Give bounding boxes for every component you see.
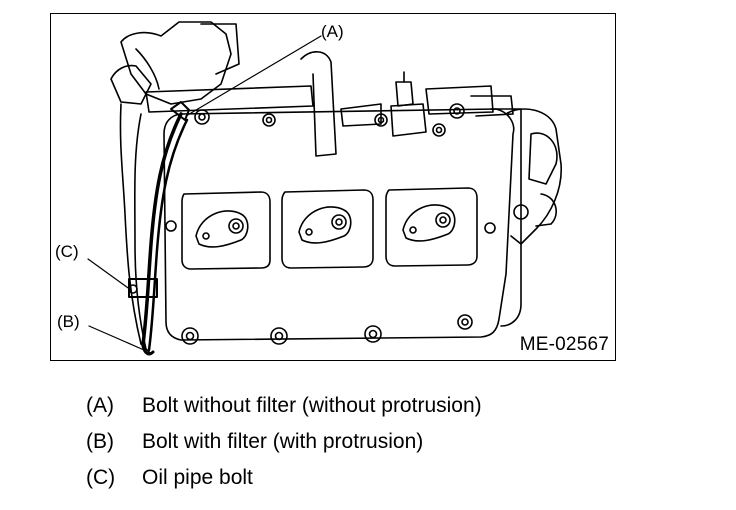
figure-code: ME-02567 <box>519 334 609 355</box>
legend: (A) Bolt without filter (without protrus… <box>86 388 482 496</box>
engine-block-illustration <box>87 21 562 356</box>
legend-key: (C) <box>86 466 116 489</box>
legend-item-c: (C) Oil pipe bolt <box>86 460 482 496</box>
callout-b-label: (B) <box>57 312 80 331</box>
callout-c-label: (C) <box>55 242 79 261</box>
legend-text: Bolt without filter (without protrusion) <box>142 394 482 417</box>
legend-item-b: (B) Bolt with filter (with protrusion) <box>86 424 482 460</box>
engine-diagram-frame: (A) (C) (B) ME-02567 <box>50 13 616 361</box>
legend-item-a: (A) Bolt without filter (without protrus… <box>86 388 482 424</box>
legend-key: (B) <box>86 430 114 453</box>
callout-a-label: (A) <box>321 22 344 41</box>
legend-text: Bolt with filter (with protrusion) <box>142 430 424 453</box>
legend-text: Oil pipe bolt <box>142 466 253 489</box>
legend-key: (A) <box>86 394 114 417</box>
